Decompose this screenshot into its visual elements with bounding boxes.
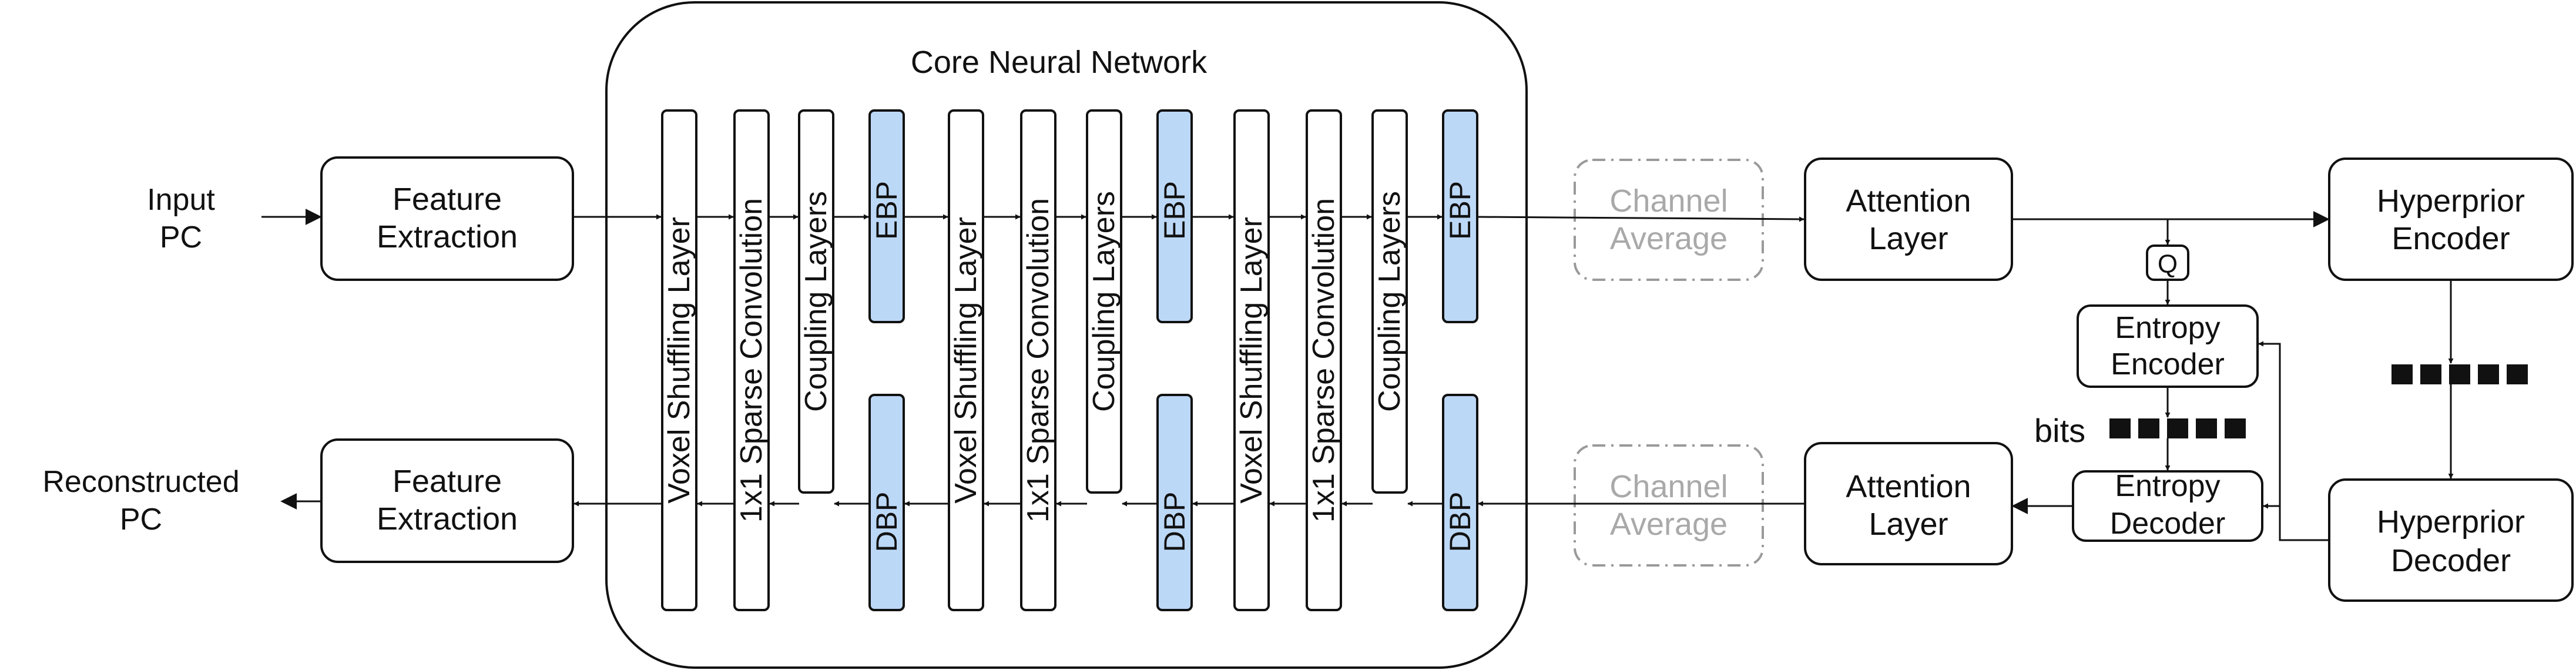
dbp-block-3: DBP: [1442, 394, 1478, 611]
quantizer-q: Q: [2146, 244, 2189, 281]
sparse-convolution-label-2: 1x1 Sparse Convolution: [1021, 198, 1055, 522]
voxel-shuffling-layer-2: Voxel Shuffling Layer: [948, 109, 984, 611]
arrow-hyperprior-to-entropy-encoder: [2258, 341, 2329, 541]
attention-bottom-line2: Layer: [1869, 507, 1948, 542]
feature-extraction-top: Feature Extraction: [320, 156, 574, 281]
sparse-convolution-label-1: 1x1 Sparse Convolution: [734, 198, 769, 522]
hyperprior-decoder-line1: Hyperprior: [2377, 504, 2525, 540]
voxel-shuffling-label-2: Voxel Shuffling Layer: [949, 217, 983, 504]
input-label-line1: Input: [147, 183, 215, 217]
input-label-line2: PC: [160, 220, 202, 254]
ebp-label-2: EBP: [1158, 181, 1191, 240]
sparse-convolution-3: 1x1 Sparse Convolution: [1306, 109, 1342, 611]
sparse-convolution-2: 1x1 Sparse Convolution: [1020, 109, 1056, 611]
attention-layer-top: Attention Layer: [1804, 158, 2013, 281]
voxel-shuffling-label-1: Voxel Shuffling Layer: [662, 217, 696, 504]
feature-extraction-bottom-line1: Feature: [393, 464, 502, 499]
hyperprior-decoder: Hyperprior Decoder: [2328, 478, 2574, 602]
entropy-decoder: Entropy Decoder: [2072, 469, 2263, 542]
channel-average-top-line2: Average: [1610, 221, 1728, 256]
attention-layer-bottom: Attention Layer: [1804, 442, 2013, 565]
voxel-shuffling-layer-1: Voxel Shuffling Layer: [661, 109, 697, 611]
coupling-layers-3: Coupling Layers: [1371, 109, 1408, 494]
reconstructed-pc-label: Reconstructed PC: [42, 465, 239, 537]
ebp-block-1: EBP: [868, 109, 905, 323]
hyperprior-bitstream-squares: [2391, 364, 2528, 384]
hyperprior-encoder-line1: Hyperprior: [2377, 183, 2525, 219]
feature-extraction-top-line2: Extraction: [377, 219, 518, 254]
channel-average-bottom: Channel Average: [1574, 444, 1764, 567]
attention-top-line2: Layer: [1869, 221, 1948, 256]
sparse-convolution-1: 1x1 Sparse Convolution: [733, 109, 770, 611]
entropy-encoder-line2: Encoder: [2111, 347, 2225, 381]
ebp-label-3: EBP: [1444, 181, 1477, 240]
coupling-layers-label-2: Coupling Layers: [1087, 191, 1121, 412]
input-pc-label: Input PC: [147, 183, 215, 254]
attention-bottom-line1: Attention: [1846, 469, 1971, 504]
bitstream-squares: [2109, 418, 2246, 438]
feature-extraction-bottom-line2: Extraction: [377, 501, 518, 537]
feature-extraction-top-line1: Feature: [393, 182, 502, 217]
ebp-block-3: EBP: [1442, 109, 1478, 323]
bits-label: bits: [2034, 412, 2085, 449]
attention-top-line1: Attention: [1846, 183, 1971, 219]
voxel-shuffling-label-3: Voxel Shuffling Layer: [1235, 217, 1269, 504]
voxel-shuffling-layer-3: Voxel Shuffling Layer: [1233, 109, 1270, 611]
channel-average-bottom-line2: Average: [1610, 507, 1728, 542]
coupling-layers-label-1: Coupling Layers: [799, 191, 833, 412]
entropy-decoder-line2: Decoder: [2110, 507, 2226, 541]
hyperprior-decoder-line2: Decoder: [2391, 543, 2511, 578]
entropy-encoder: Entropy Encoder: [2077, 304, 2259, 388]
output-label-line2: PC: [120, 503, 162, 537]
coupling-layers-label-3: Coupling Layers: [1373, 191, 1407, 412]
dbp-label-2: DBP: [1158, 492, 1191, 552]
hyperprior-encoder: Hyperprior Encoder: [2328, 158, 2574, 281]
sparse-convolution-label-3: 1x1 Sparse Convolution: [1307, 198, 1341, 522]
dbp-block-2: DBP: [1156, 394, 1193, 611]
dbp-block-1: DBP: [868, 394, 905, 611]
ebp-label-1: EBP: [870, 181, 903, 240]
hyperprior-encoder-line2: Encoder: [2391, 221, 2510, 256]
coupling-layers-2: Coupling Layers: [1086, 109, 1122, 494]
coupling-layers-1: Coupling Layers: [798, 109, 834, 494]
ebp-block-2: EBP: [1156, 109, 1193, 323]
channel-average-top-line1: Channel: [1609, 183, 1728, 219]
quantizer-label: Q: [2158, 250, 2178, 279]
arrow-ebp-to-attention: [1477, 216, 1804, 222]
dbp-label-1: DBP: [870, 492, 903, 552]
entropy-decoder-line1: Entropy: [2115, 469, 2220, 503]
core-title: Core Neural Network: [911, 45, 1208, 80]
output-label-line1: Reconstructed: [42, 465, 239, 499]
dbp-label-3: DBP: [1444, 492, 1477, 552]
entropy-encoder-line1: Entropy: [2115, 311, 2220, 345]
channel-average-top: Channel Average: [1574, 159, 1764, 281]
channel-average-bottom-line1: Channel: [1609, 469, 1728, 504]
feature-extraction-bottom: Feature Extraction: [320, 438, 574, 563]
connection-arrows: [261, 209, 2454, 541]
